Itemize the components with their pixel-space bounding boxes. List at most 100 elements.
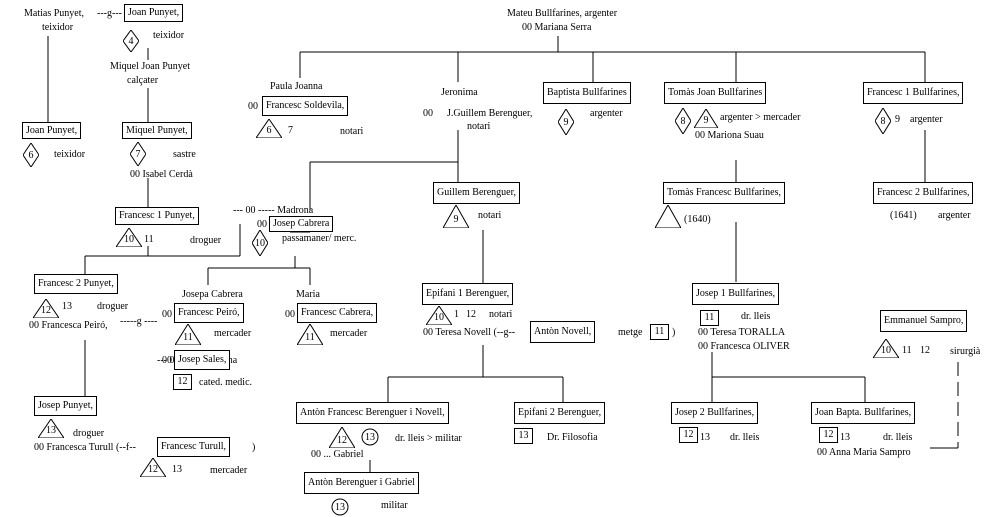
generation-number: 9	[895, 114, 900, 125]
triangle-icon: 10	[426, 306, 452, 325]
generation-number: 7	[288, 125, 293, 136]
person-francesc-2-punyet: Francesc 2 Punyet,	[34, 274, 118, 294]
person-paula-joanna: Paula Joanna	[270, 81, 323, 92]
person-guillem-berenguer: Guillem Berenguer,	[433, 182, 521, 204]
person-francesc-1-bullfarines: Francesc 1 Bullfarines,	[863, 82, 964, 104]
person-emmanuel-sampro: Emmanuel Sampro,	[880, 310, 968, 332]
person-anton-novell: Antòn Novell,	[530, 321, 596, 343]
triangle-icon: 9	[694, 109, 718, 128]
marriage-marker: 00	[162, 355, 172, 366]
occupation-label: dr. lleis	[741, 311, 771, 322]
generation-square: 11	[650, 324, 669, 340]
occupation-label: sastre	[173, 149, 196, 160]
occupation-label: notari	[467, 121, 491, 132]
marriage-marker: 00	[423, 108, 433, 119]
spouse-mariana-serra: 00 Mariana Serra	[522, 22, 592, 33]
occupation-label: calçater	[127, 75, 159, 86]
triangle-icon: 11	[175, 324, 201, 345]
marriage-link: -----g ----	[120, 316, 158, 327]
generation-number: 13	[840, 432, 850, 443]
triangle-icon	[655, 205, 681, 228]
person-francesc-soldevila: Francesc Soldevila,	[262, 96, 349, 116]
person-baptista-bullfarines: Baptista Bullfarines	[543, 82, 631, 104]
person-joan-punyet-1: Joan Punyet,	[124, 4, 184, 22]
bracket-close: )	[252, 442, 256, 453]
occupation-label: notari	[340, 126, 364, 137]
occupation-label: notari	[489, 309, 513, 320]
person-tomas-francesc-bullfarines: Tomàs Francesc Bullfarines,	[663, 182, 785, 204]
occupation-label: argenter	[910, 114, 943, 125]
generation-number: 12	[920, 345, 930, 356]
diamond-icon: 8	[675, 108, 691, 134]
triangle-icon: 12	[329, 427, 355, 448]
person-j-guillem-berenguer: J.Guillem Berenguer,	[447, 108, 533, 119]
person-josep-punyet: Josep Punyet,	[34, 396, 97, 416]
person-epifani-1-berenguer: Epifani 1 Berenguer,	[422, 283, 514, 305]
diamond-icon: 7	[130, 142, 146, 166]
person-josep-2-bullfarines: Josep 2 Bullfarines,	[671, 402, 759, 424]
triangle-icon: 10	[116, 228, 142, 247]
triangle-icon: 12	[33, 299, 59, 318]
person-josep-sales: Josep Sales,	[174, 350, 231, 370]
occupation-label: mercader	[210, 465, 248, 476]
occupation-label: teixidor	[153, 30, 185, 41]
person-tomas-joan-bullfarines: Tomàs Joan Bullfarines	[664, 82, 767, 104]
occupation-label: droguer	[190, 235, 222, 246]
spouse-francesca-peiro: 00 Francesca Peiró,	[29, 320, 108, 331]
occupation-label: dr. lleis	[883, 432, 913, 443]
marriage-link: ---g---	[97, 8, 122, 19]
occupation-label: droguer	[73, 428, 105, 439]
diamond-icon: 4	[123, 30, 139, 52]
generation-number: 11	[144, 234, 154, 245]
person-joan-bapta-bullfarines: Joan Bapta. Bullfarines,	[811, 402, 916, 424]
person-francesc-2-bullfarines: Francesc 2 Bullfarines,	[873, 182, 974, 204]
spouse-francesca-oliver: 00 Francesca OLIVER	[698, 341, 790, 352]
generation-number: 12	[466, 309, 476, 320]
person-anton-berenguer-i-gabriel: Antòn Berenguer i Gabriel	[304, 472, 419, 494]
occupation-label: argenter	[590, 108, 623, 119]
spouse-isabel-cerda: 00 Isabel Cerdà	[130, 169, 193, 180]
person-francesc-cabrera: Francesc Cabrera,	[297, 303, 378, 323]
occupation-label: passamaner/ merc.	[282, 233, 357, 244]
generation-square: 12	[173, 374, 192, 390]
spouse-francesca-turull: 00 Francesca Turull (--f--	[34, 442, 136, 453]
year-label: (1641)	[890, 210, 917, 221]
person-francesc-peiro: Francesc Peiró,	[174, 303, 244, 323]
occupation-label: droguer	[97, 301, 129, 312]
occupation-label: mercader	[214, 328, 252, 339]
occupation-label: argenter	[938, 210, 971, 221]
spouse-anna-maria-sampro: 00 Anna Maria Sampro	[817, 447, 911, 458]
person-anton-francesc-berenguer: Antòn Francesc Berenguer i Novell,	[296, 402, 449, 424]
generation-square: 12	[819, 427, 838, 443]
diamond-icon: 9	[558, 109, 574, 135]
occupation-label: dr. lleis > militar	[395, 433, 462, 444]
occupation-label: Dr. Filosofia	[547, 432, 598, 443]
person-maria: Maria	[296, 289, 320, 300]
occupation-label: cated. medic.	[199, 377, 253, 388]
marriage-marker: 00	[162, 309, 172, 320]
triangle-icon: 11	[297, 324, 323, 345]
occupation-label: notari	[478, 210, 502, 221]
occupation-label: militar	[381, 500, 408, 511]
marriage-marker: 00	[285, 309, 295, 320]
person-miquel-punyet: Miquel Punyet,	[122, 122, 192, 139]
person-francesc-turull: Francesc Turull,	[157, 437, 230, 457]
generation-square: 12	[679, 427, 698, 443]
triangle-icon: 9	[443, 205, 469, 228]
person-miquel-joan-punyet: Miquel Joan Punyet	[110, 61, 190, 72]
person-matias-punyet: Matias Punyet,	[24, 8, 84, 19]
spouse-gabriel: 00 ... Gabriel	[311, 449, 364, 460]
generation-square: 11	[700, 310, 719, 326]
diamond-icon: 6	[23, 143, 39, 167]
triangle-icon: 10	[873, 339, 899, 358]
person-josep-cabrera: Josep Cabrera	[269, 216, 334, 232]
triangle-icon: 12	[140, 458, 166, 477]
person-mateu-bullfarines: Mateu Bullfarines, argenter	[507, 8, 618, 19]
generation-number: 13	[700, 432, 710, 443]
spouse-teresa-novell: 00 Teresa Novell (--g--	[423, 327, 516, 338]
triangle-icon: 6	[256, 119, 282, 138]
circle-icon: 13	[361, 428, 379, 446]
generation-number: 13	[172, 464, 182, 475]
